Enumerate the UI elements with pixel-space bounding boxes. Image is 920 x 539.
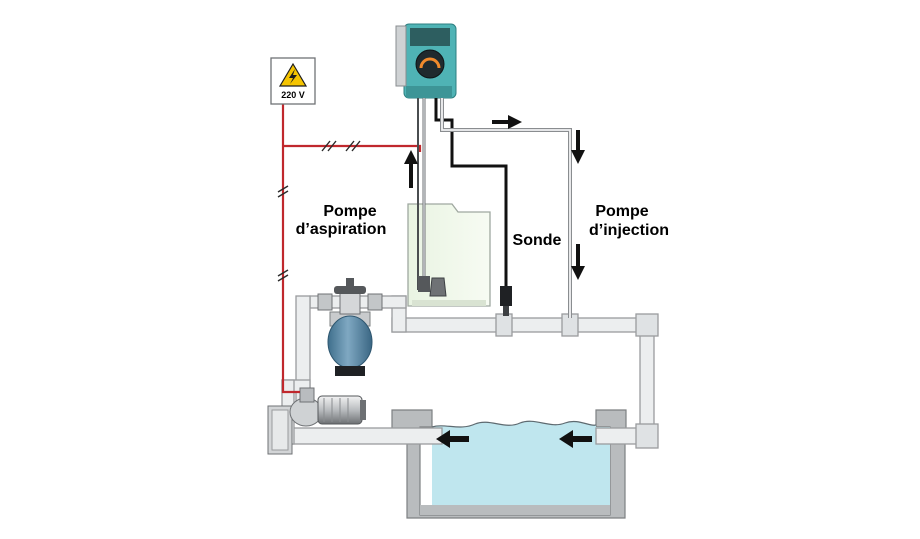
dosing-lines xyxy=(417,98,572,318)
arrow-down-icon xyxy=(571,130,585,164)
high-voltage-warning-icon xyxy=(278,62,308,87)
flow-arrows xyxy=(404,115,592,448)
aspiration-pump-label-line2: d’aspiration xyxy=(296,221,387,238)
arrow-up-icon xyxy=(404,150,418,188)
aspiration-pump-label-line1: Pompe xyxy=(323,203,376,220)
power-cable xyxy=(281,104,422,394)
injection-pump-label-line2: d’injection xyxy=(589,222,669,239)
pool-water xyxy=(432,421,610,505)
arrow-down-icon xyxy=(571,244,585,280)
foot-valve xyxy=(418,276,447,297)
arrow-left-icon xyxy=(436,430,469,448)
voltage-label: 220 V xyxy=(281,90,305,100)
injection-pump-label-line1: Pompe xyxy=(595,203,648,220)
sand-filter xyxy=(317,278,383,376)
cable-hash-marks xyxy=(277,140,361,282)
circulation-pump xyxy=(267,387,366,455)
high-voltage-warning-sign: 220 V xyxy=(270,57,316,105)
probe-label: Sonde xyxy=(513,232,562,249)
arrow-right-icon xyxy=(492,115,522,129)
arrow-left-icon xyxy=(559,430,592,448)
swimming-pool xyxy=(391,409,627,519)
dosing-pump xyxy=(395,23,457,99)
ph-probe xyxy=(500,286,512,316)
